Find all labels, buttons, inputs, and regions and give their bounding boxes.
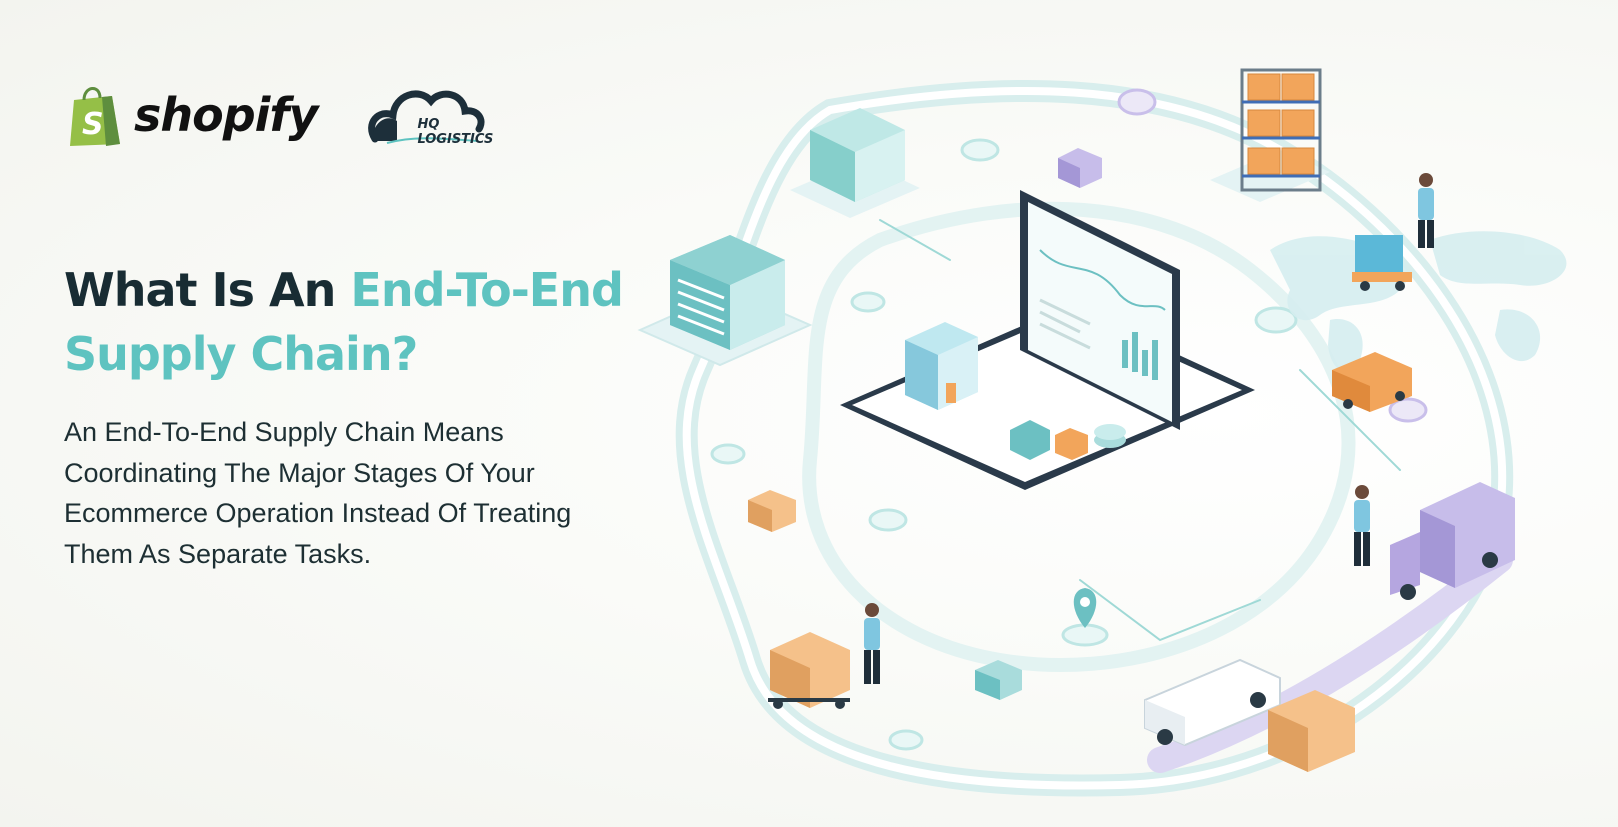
pallet-rack-icon bbox=[1210, 68, 1330, 202]
title-accent-1: End-To-End bbox=[350, 263, 623, 317]
hq-logistics-wordmark: HQ LOGISTICS bbox=[417, 117, 494, 147]
location-pin-icon bbox=[1061, 588, 1109, 647]
hq-logistics-logo[interactable]: HQ LOGISTICS bbox=[367, 83, 517, 147]
network-node-icon bbox=[710, 88, 1428, 751]
hand-cart-worker-icon bbox=[1354, 485, 1370, 566]
laptop-dashboard-icon bbox=[840, 190, 1255, 490]
delivery-van-icon bbox=[1332, 352, 1412, 412]
shopify-logo[interactable]: S shopify bbox=[66, 82, 318, 148]
warehouse-icon bbox=[905, 322, 978, 410]
cardboard-box-icon bbox=[1010, 420, 1126, 460]
hand-cart-worker-icon bbox=[768, 603, 880, 709]
description: An End-To-End Supply Chain Means Coordin… bbox=[64, 417, 572, 569]
cardboard-box-icon bbox=[975, 660, 1022, 700]
title-accent-2: Supply Chain? bbox=[64, 327, 418, 381]
cardboard-box-icon bbox=[1268, 690, 1355, 772]
warehouse-icon bbox=[637, 235, 813, 367]
logo-row: S shopify HQ LOGISTICS bbox=[66, 82, 517, 148]
svg-text:S: S bbox=[82, 107, 104, 142]
cloud-logo-icon bbox=[368, 90, 485, 144]
cardboard-box-icon bbox=[790, 108, 920, 218]
box-truck-icon bbox=[1390, 482, 1515, 600]
forklift-worker-icon bbox=[1352, 173, 1434, 291]
cardboard-box-icon bbox=[748, 490, 796, 532]
shopify-bag-icon: S bbox=[70, 87, 120, 146]
cardboard-box-icon bbox=[1058, 148, 1102, 188]
shopify-wordmark: shopify bbox=[134, 88, 318, 142]
supply-chain-illustration bbox=[637, 68, 1567, 797]
title-part-1: What Is An bbox=[64, 263, 351, 317]
